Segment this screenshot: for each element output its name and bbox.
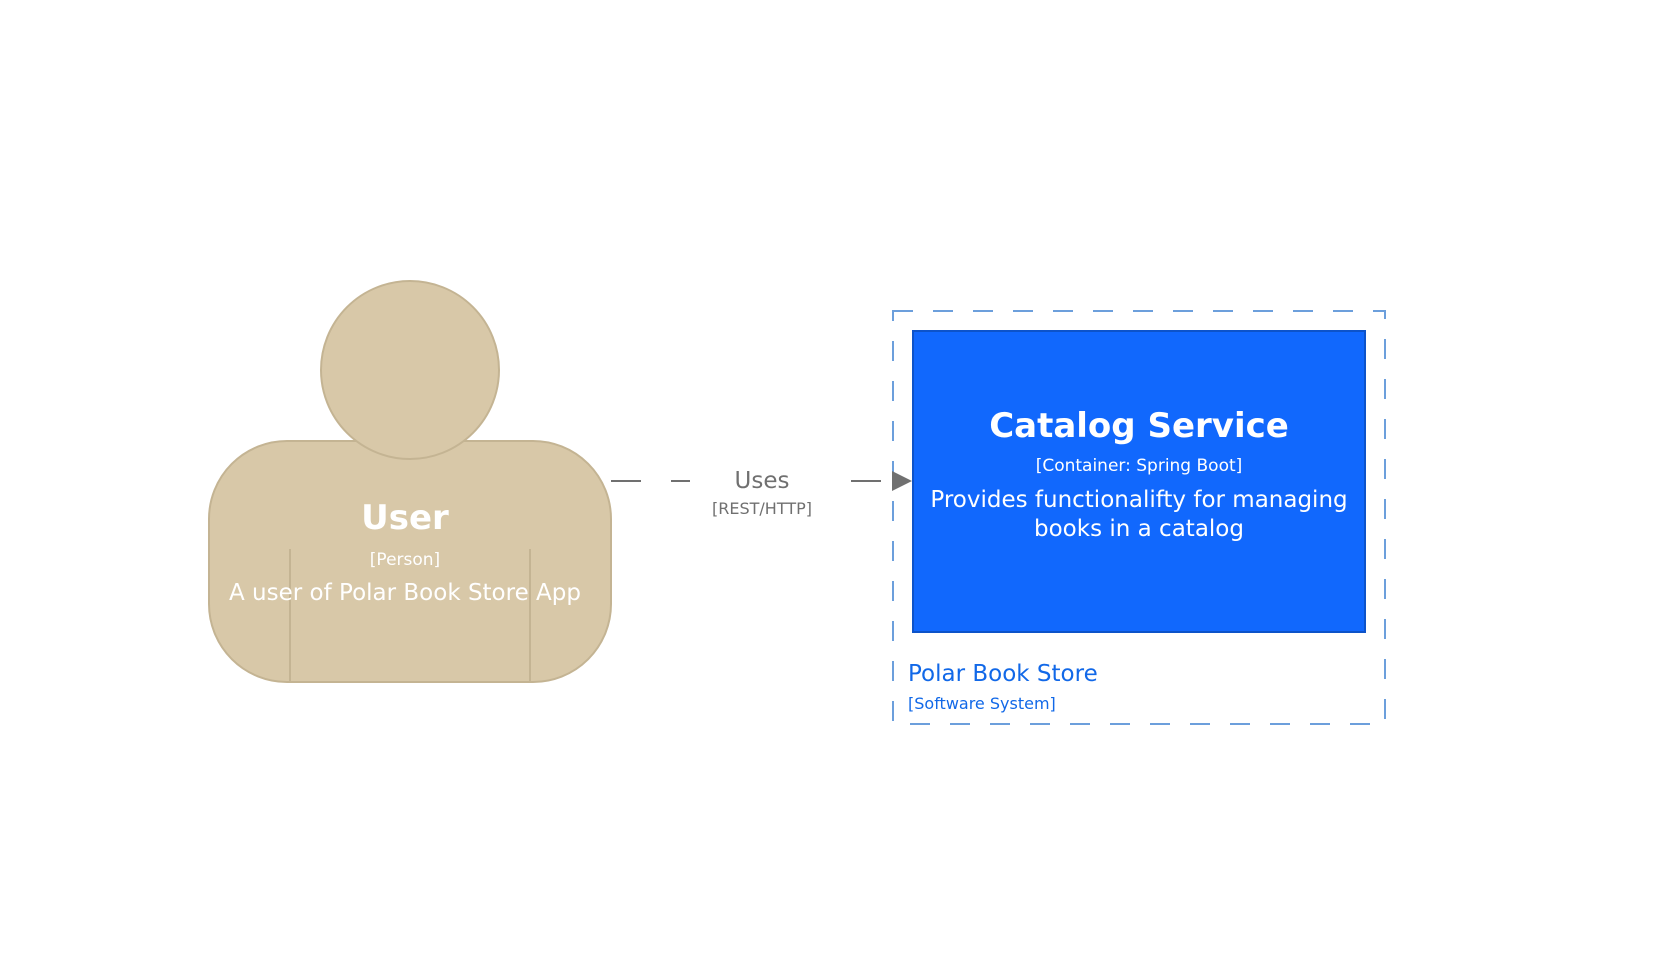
boundary-name: Polar Book Store <box>908 661 1098 687</box>
container-type: [Container: Spring Boot] <box>1035 456 1243 476</box>
software-system-boundary[interactable] <box>892 310 1386 725</box>
person-description: A user of Polar Book Store App <box>229 580 581 606</box>
container-description: Provides functionalifty for managing boo… <box>930 487 1348 542</box>
relationship-label: Uses <box>690 468 834 494</box>
person-name: User <box>361 498 449 538</box>
relationship-technology: [REST/HTTP] <box>712 499 812 518</box>
container-name: Catalog Service <box>989 406 1289 446</box>
person-head[interactable] <box>320 280 500 460</box>
catalog-service-container[interactable] <box>912 330 1366 633</box>
person-type: [Person] <box>369 550 441 570</box>
boundary-type: [Software System] <box>908 694 1056 713</box>
arrowhead-icon <box>892 471 912 491</box>
